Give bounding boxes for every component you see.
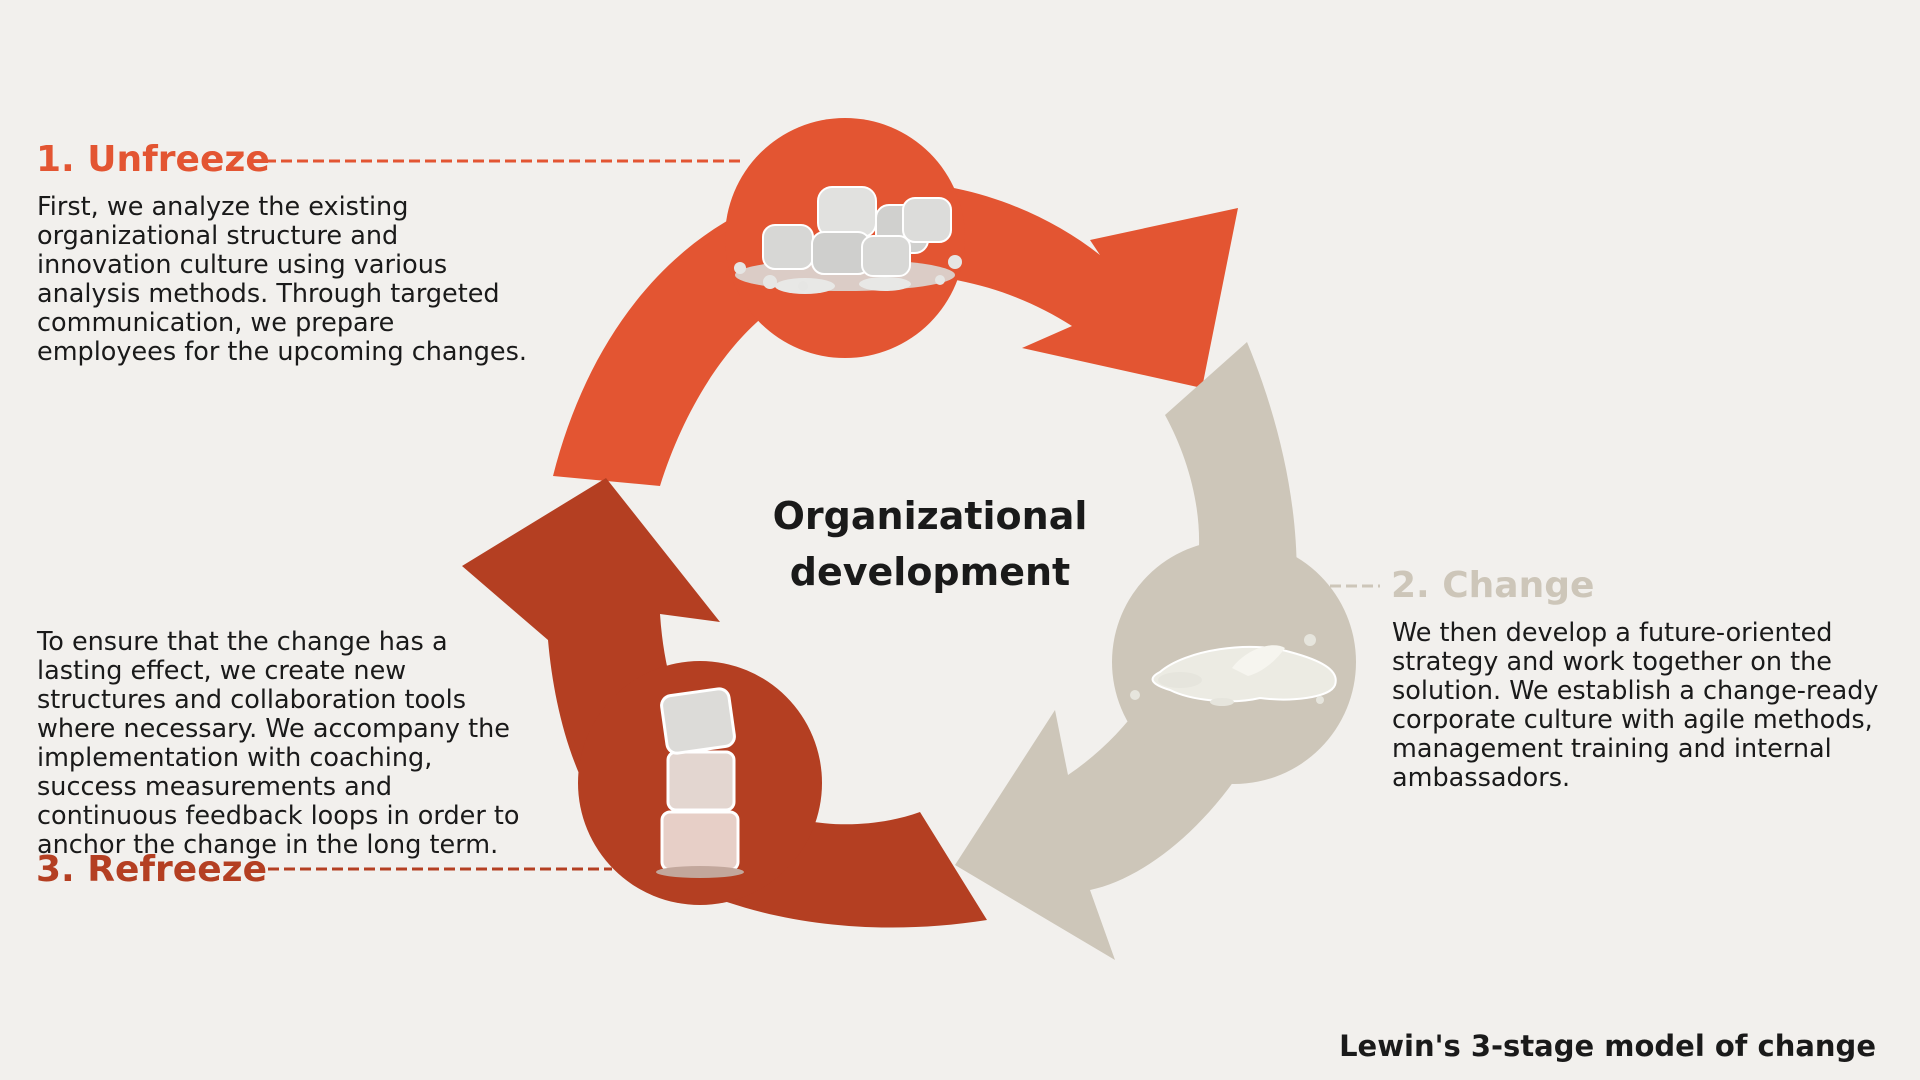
center-label-line1: Organizational	[772, 494, 1088, 538]
refreeze-title: 3. Refreeze	[36, 849, 268, 890]
unfreeze-description: First, we analyze the existing organizat…	[37, 192, 527, 367]
unfreeze-title: 1. Unfreeze	[36, 139, 270, 180]
change-title: 2. Change	[1391, 565, 1595, 606]
unfreeze-arrow	[553, 118, 1238, 486]
ice-cubes-icon	[734, 186, 962, 294]
change-description: We then develop a future-oriented strate…	[1392, 618, 1879, 793]
diagram-caption: Lewin's 3-stage model of change	[1339, 1029, 1876, 1063]
center-label: Organizational development	[705, 488, 1155, 600]
stacked-ice-cubes-icon	[656, 687, 744, 878]
melted-water-icon	[1130, 634, 1337, 706]
change-arrow	[955, 342, 1356, 960]
center-label-line2: development	[789, 550, 1071, 594]
refreeze-description: To ensure that the change has a lasting …	[37, 627, 520, 860]
